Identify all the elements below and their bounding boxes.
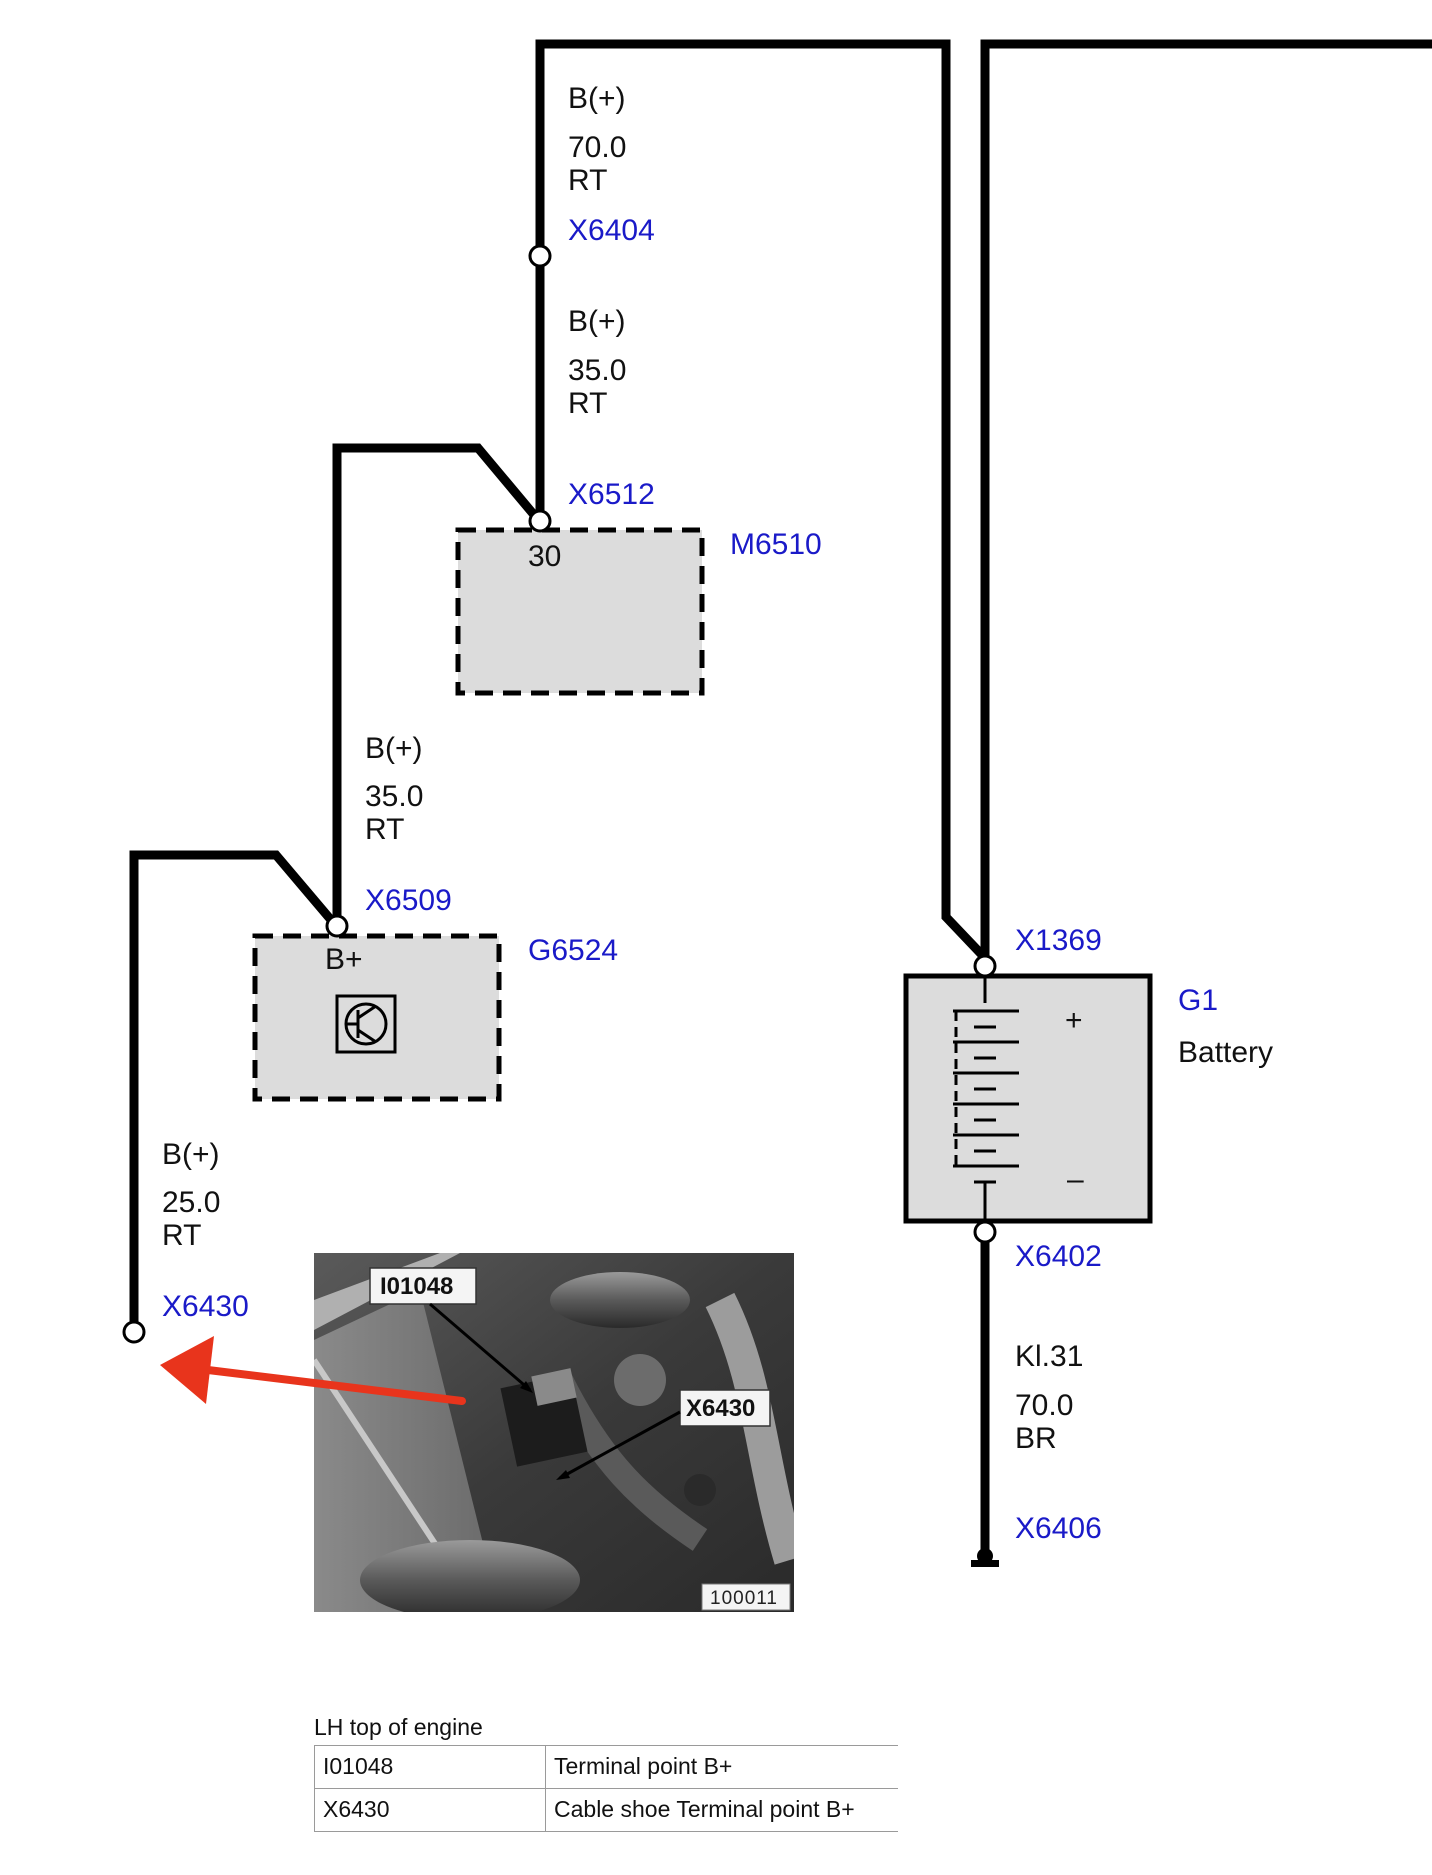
legend-description: Terminal point B+ xyxy=(545,1745,898,1789)
wire-size: 70.0 xyxy=(1015,1389,1073,1422)
wire-b-plus-70 xyxy=(535,39,989,962)
wire-labels-lower-left: B(+) 25.0 RT xyxy=(162,1138,220,1252)
battery-name: Battery xyxy=(1178,1036,1273,1069)
legend: LH top of engine I01048 Terminal point B… xyxy=(314,1714,898,1832)
wire-signal: B(+) xyxy=(365,732,423,765)
g6524-label[interactable]: G6524 xyxy=(528,934,618,967)
wire-color: RT xyxy=(568,387,607,420)
legend-code: I01048 xyxy=(314,1745,546,1789)
wire-labels-upper-mid: B(+) 35.0 RT xyxy=(568,305,626,420)
wire-color: RT xyxy=(568,164,607,197)
node-x1369[interactable] xyxy=(973,954,997,978)
connector-x6406[interactable]: X6406 xyxy=(1015,1512,1102,1545)
battery-minus: – xyxy=(1067,1163,1084,1196)
g6524-pin: B+ xyxy=(325,943,363,976)
wire-signal: B(+) xyxy=(568,305,626,338)
connector-x1369[interactable]: X1369 xyxy=(1015,924,1102,957)
table-row: X6430 Cable shoe Terminal point B+ xyxy=(314,1788,898,1832)
wire-color: BR xyxy=(1015,1422,1057,1455)
legend-code: X6430 xyxy=(314,1788,546,1832)
connector-x6404[interactable]: X6404 xyxy=(568,214,655,247)
connector-x6402[interactable]: X6402 xyxy=(1015,1240,1102,1273)
wires xyxy=(129,39,1432,1555)
table-row: I01048 Terminal point B+ xyxy=(314,1745,898,1789)
location-photo: I01048 X6430 100011 xyxy=(314,1253,794,1612)
battery-id[interactable]: G1 xyxy=(1178,984,1218,1017)
wire-signal: B(+) xyxy=(162,1138,220,1171)
transistor-symbol-icon xyxy=(335,994,397,1054)
connector-x6509[interactable]: X6509 xyxy=(365,884,452,917)
connector-x6512[interactable]: X6512 xyxy=(568,478,655,511)
wire-signal: Kl.31 xyxy=(1015,1340,1083,1373)
connector-x6430[interactable]: X6430 xyxy=(162,1290,249,1323)
node-x6512[interactable] xyxy=(528,509,552,533)
wire-signal: B(+) xyxy=(568,82,626,115)
wire-labels-ground: Kl.31 70.0 BR xyxy=(1015,1340,1083,1455)
legend-caption: LH top of engine xyxy=(314,1714,483,1740)
node-x6404[interactable] xyxy=(528,244,552,268)
node-x6430[interactable] xyxy=(122,1320,146,1344)
photo-tag-x6430: X6430 xyxy=(686,1395,755,1422)
wire-battery-plus xyxy=(980,39,1432,958)
node-x6509[interactable] xyxy=(325,914,349,938)
wire-size: 25.0 xyxy=(162,1186,220,1219)
battery-box[interactable] xyxy=(903,973,1153,1224)
wire-size: 35.0 xyxy=(568,354,626,387)
g6524-box[interactable] xyxy=(252,933,502,1102)
m6510-pin: 30 xyxy=(528,540,561,573)
wire-b-plus-35-upper xyxy=(332,443,544,927)
legend-table: I01048 Terminal point B+ X6430 Cable sho… xyxy=(314,1745,898,1832)
m6510-label[interactable]: M6510 xyxy=(730,528,822,561)
location-arrow-icon xyxy=(160,1336,466,1405)
wire-size: 70.0 xyxy=(568,131,626,164)
wire-labels-middle: B(+) 35.0 RT xyxy=(365,732,423,846)
photo-tag-i01048: I01048 xyxy=(380,1273,453,1300)
wire-b-plus-25 xyxy=(129,850,341,1325)
wire-size: 35.0 xyxy=(365,780,423,813)
connector-nodes xyxy=(122,244,997,1344)
wire-color: RT xyxy=(162,1219,201,1252)
node-x6402[interactable] xyxy=(973,1220,997,1244)
wire-labels-top: B(+) 70.0 RT xyxy=(568,82,626,197)
ground-symbol xyxy=(971,1548,999,1567)
photo-number: 100011 xyxy=(710,1588,778,1609)
m6510-box[interactable] xyxy=(455,527,705,696)
wire-color: RT xyxy=(365,813,404,846)
battery-plus: + xyxy=(1065,1004,1083,1037)
legend-description: Cable shoe Terminal point B+ xyxy=(545,1788,898,1832)
